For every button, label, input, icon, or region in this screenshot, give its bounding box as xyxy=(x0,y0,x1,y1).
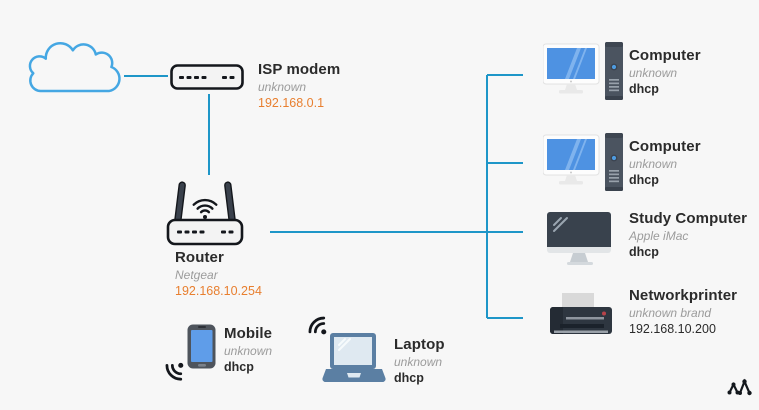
laptop-icon xyxy=(322,333,386,383)
device-ip: 192.168.10.254 xyxy=(175,284,262,298)
wifi-signal-icon xyxy=(165,362,184,381)
device-brand: unknown xyxy=(258,80,307,94)
device-ip: dhcp xyxy=(629,82,659,96)
computer2-label: Computer unknown dhcp xyxy=(629,139,701,187)
device-ip: dhcp xyxy=(224,360,254,374)
device-brand: Apple iMac xyxy=(629,229,689,243)
device-ip: dhcp xyxy=(629,173,659,187)
mobile-label: Mobile unknown dhcp xyxy=(224,326,272,374)
device-title: Study Computer xyxy=(629,210,748,227)
isp-modem-label: ISP modem unknown 192.168.0.1 xyxy=(258,62,340,110)
device-title: Networkprinter xyxy=(629,287,738,304)
computer1-label: Computer unknown dhcp xyxy=(629,48,701,96)
device-brand: unknown xyxy=(629,66,678,80)
wifi-router-icon xyxy=(166,181,244,246)
device-title: Mobile xyxy=(224,325,273,342)
device-brand: Netgear xyxy=(175,268,218,282)
desktop-computer-icon xyxy=(543,133,623,191)
device-brand: unknown brand xyxy=(629,306,712,320)
imac-icon xyxy=(547,212,611,265)
device-ip: 192.168.0.1 xyxy=(258,96,325,110)
device-title: Computer xyxy=(629,47,701,64)
device-brand: unknown xyxy=(224,344,273,358)
modem-icon xyxy=(170,64,244,90)
device-brand: unknown xyxy=(394,355,443,369)
wifi-signal-icon xyxy=(308,316,327,335)
device-title: ISP modem xyxy=(258,61,341,78)
router-label: Router Netgear 192.168.10.254 xyxy=(175,250,262,298)
device-ip: 192.168.10.200 xyxy=(629,322,716,336)
desktop-computer-icon xyxy=(543,42,623,100)
device-ip: dhcp xyxy=(394,371,424,385)
device-brand: unknown xyxy=(629,157,678,171)
network-nodes-logo xyxy=(727,378,752,396)
cloud-icon xyxy=(28,41,121,93)
laptop-label: Laptop unknown dhcp xyxy=(394,337,445,385)
device-title: Computer xyxy=(629,138,701,155)
printer-label: Networkprinter unknown brand 192.168.10.… xyxy=(629,288,737,336)
device-title: Laptop xyxy=(394,336,445,353)
device-ip: dhcp xyxy=(629,245,659,259)
device-title: Router xyxy=(175,249,224,266)
smartphone-icon xyxy=(187,324,216,369)
printer-icon xyxy=(550,293,612,334)
study-computer-label: Study Computer Apple iMac dhcp xyxy=(629,211,747,259)
